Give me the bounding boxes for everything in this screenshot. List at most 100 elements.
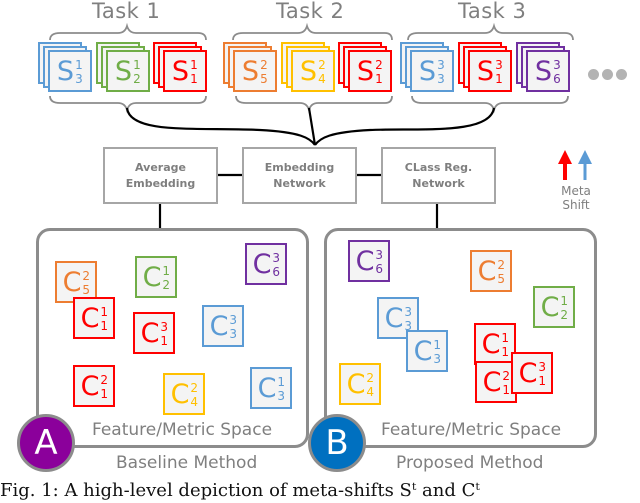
symbol-subscript: 4 <box>190 394 199 409</box>
badge-b: B <box>308 414 366 472</box>
symbol-subscript: 4 <box>318 71 326 86</box>
symbol-subscript: 1 <box>100 318 109 333</box>
symbol-subscript: 2 <box>560 307 569 322</box>
symbol-subscript: 3 <box>229 326 238 341</box>
symbol-superscript: 2 <box>502 368 511 383</box>
task3-top-brace <box>407 22 574 41</box>
task-2-label: Task 2 <box>276 0 345 23</box>
more-tasks-dots-icon <box>588 65 630 84</box>
merge-line-left <box>125 107 316 146</box>
symbol-superscript: 2 <box>100 372 109 387</box>
symbol-subscript: 1 <box>538 373 547 388</box>
merge-line-center <box>307 107 317 146</box>
class-reg-network-line2: Network <box>412 176 465 190</box>
baseline-space-label: Feature/Metric Space <box>92 420 273 440</box>
class-reg-network-line1: CLass Reg. <box>404 160 473 174</box>
class-reg-network-box: CLass Reg. Network <box>381 147 496 204</box>
baseline-method-label: Baseline Method <box>116 453 258 473</box>
symbol-base: C <box>80 302 100 334</box>
symbol-base: C <box>482 366 502 398</box>
task2-top-brace <box>232 22 393 41</box>
symbol-superscript: 2 <box>497 257 506 272</box>
symbol-superscript: 1 <box>100 304 109 319</box>
symbol-base: C <box>346 368 366 400</box>
proposed-space-label: Feature/Metric Space <box>381 420 562 440</box>
symbol-base: S <box>56 55 75 87</box>
symbol-base: C <box>170 378 190 410</box>
symbol-superscript: 3 <box>495 57 503 72</box>
symbol-superscript: 3 <box>437 57 445 72</box>
symbol-subscript: 1 <box>100 386 109 401</box>
symbol-superscript: 3 <box>229 312 238 327</box>
symbol-subscript: 6 <box>272 264 281 279</box>
symbol-superscript: 2 <box>318 57 326 72</box>
task-1-label: Task 1 <box>92 0 161 23</box>
symbol-base: C <box>355 245 375 277</box>
symbol-base: C <box>540 291 560 323</box>
merge-line-right <box>314 107 496 146</box>
symbol-base: C <box>257 372 277 404</box>
symbol-superscript: 1 <box>162 263 171 278</box>
embedding-network-line2: Network <box>273 176 326 190</box>
symbol-superscript: 1 <box>560 293 569 308</box>
symbol-superscript: 2 <box>366 370 375 385</box>
symbol-superscript: 1 <box>501 330 510 345</box>
symbol-superscript: 2 <box>260 57 268 72</box>
symbol-subscript: 1 <box>190 71 198 86</box>
symbol-superscript: 1 <box>133 57 141 72</box>
symbol-superscript: 1 <box>75 57 83 72</box>
symbol-subscript: 6 <box>553 71 561 86</box>
symbol-superscript: 3 <box>160 319 169 334</box>
symbol-subscript: 5 <box>497 271 506 286</box>
symbol-base: S <box>418 55 437 87</box>
symbol-subscript: 6 <box>375 261 384 276</box>
symbol-base: S <box>534 55 553 87</box>
symbol-subscript: 1 <box>160 333 169 348</box>
symbol-base: S <box>299 55 318 87</box>
symbol-subscript: 3 <box>433 351 442 366</box>
symbol-base: C <box>80 370 100 402</box>
